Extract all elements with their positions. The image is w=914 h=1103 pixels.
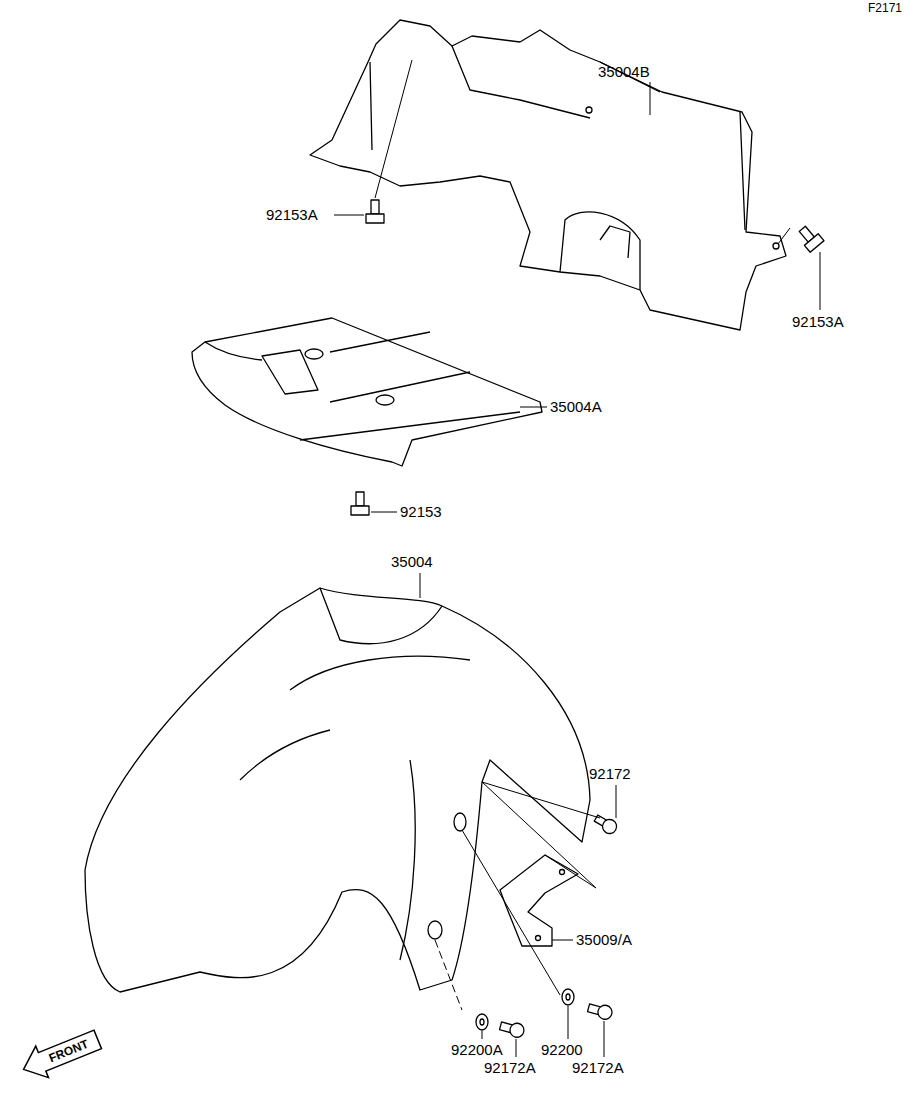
assembly-line [462, 830, 560, 995]
bolt [499, 1019, 526, 1039]
mount-hole [428, 921, 442, 939]
bolt [592, 812, 619, 836]
callout-number: 92200 [541, 1042, 583, 1058]
leader-line [650, 82, 651, 115]
leader-line [604, 1021, 605, 1057]
bracket-hole [560, 870, 565, 875]
callout-number: 92153 [400, 504, 442, 520]
bolt [351, 492, 369, 515]
assembly-line [482, 782, 596, 888]
front-fender [85, 588, 590, 992]
callout-number: 35004B [598, 64, 650, 80]
bracket-hole [536, 936, 541, 941]
leader-line [516, 1039, 517, 1057]
leader-line [520, 407, 547, 408]
leader-line [820, 252, 821, 310]
callout-number: 92172 [589, 766, 631, 782]
assembly-line [375, 60, 412, 198]
middle-cover [192, 318, 542, 466]
cover-detail [205, 332, 520, 440]
leader-line [482, 1031, 483, 1039]
callout-number: 92172A [484, 1060, 536, 1076]
washer [562, 989, 574, 1005]
leader-line [371, 512, 397, 513]
leader-line [568, 1006, 569, 1039]
leader-line [420, 573, 421, 598]
bolt [366, 200, 384, 223]
assembly-line [778, 228, 790, 244]
washer [476, 1014, 488, 1030]
cover-detail [370, 46, 745, 290]
callout-number: 35004A [550, 399, 602, 415]
bolt [587, 1001, 614, 1021]
assembly-line [435, 940, 462, 1010]
leader-line [616, 785, 617, 818]
boss [376, 395, 394, 405]
upper-cover [310, 20, 786, 330]
leader-line [334, 215, 364, 216]
bolt [795, 223, 824, 252]
fender-detail [240, 588, 470, 960]
callout-number: 92172A [572, 1060, 624, 1076]
assembly-line [482, 782, 600, 818]
callout-number: 92200A [451, 1042, 503, 1058]
cover-hole [586, 107, 592, 113]
callout-number: 92153A [266, 207, 318, 223]
boss [305, 349, 323, 359]
mount-hole [454, 813, 466, 831]
assembly-line [545, 855, 596, 888]
figure-code: F2171 [868, 0, 902, 16]
callout-number: 92153A [792, 314, 844, 330]
leader-line [552, 940, 573, 941]
callout-number: 35004 [391, 554, 433, 570]
callout-number: 35009/A [576, 932, 632, 948]
front-arrow [17, 1024, 104, 1085]
